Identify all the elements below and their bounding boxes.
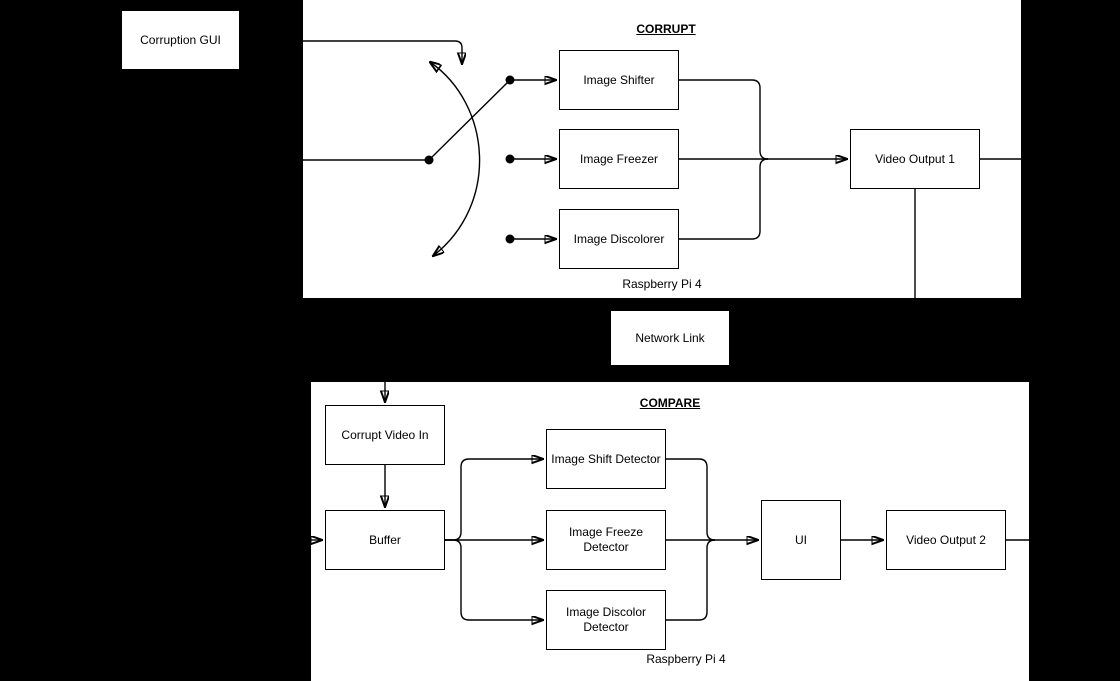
video-output-2-box[interactable]: Video Output 2 bbox=[886, 510, 1006, 570]
ui-box[interactable]: UI bbox=[761, 500, 841, 580]
image-freezer-label: Image Freezer bbox=[579, 151, 659, 166]
image-freezer-box[interactable]: Image Freezer bbox=[559, 129, 679, 189]
panel-footer-compare: Raspberry Pi 4 bbox=[646, 652, 726, 666]
corruption-gui-box[interactable]: Corruption GUI bbox=[121, 10, 240, 70]
buffer-label: Buffer bbox=[369, 532, 401, 547]
buffer-box[interactable]: Buffer bbox=[325, 510, 445, 570]
image-discolor-detector-box[interactable]: Image Discolor Detector bbox=[546, 590, 666, 650]
network-link-box[interactable]: Network Link bbox=[610, 310, 730, 366]
image-freeze-detector-box[interactable]: Image Freeze Detector bbox=[546, 510, 666, 570]
video-output-2-label: Video Output 2 bbox=[906, 532, 986, 547]
corrupt-video-in-box[interactable]: Corrupt Video In bbox=[325, 405, 445, 465]
image-discolorer-label: Image Discolorer bbox=[573, 231, 665, 246]
ui-label: UI bbox=[795, 532, 807, 547]
panel-title-compare: COMPARE bbox=[639, 396, 701, 410]
image-shifter-box[interactable]: Image Shifter bbox=[559, 50, 679, 110]
video-output-1-box[interactable]: Video Output 1 bbox=[850, 129, 980, 189]
video-output-1-label: Video Output 1 bbox=[875, 151, 955, 166]
panel-title-corrupt: CORRUPT bbox=[636, 22, 696, 36]
image-discolorer-box[interactable]: Image Discolorer bbox=[559, 209, 679, 269]
image-freeze-detector-label: Image Freeze Detector bbox=[568, 525, 644, 554]
image-shift-detector-box[interactable]: Image Shift Detector bbox=[546, 429, 666, 489]
corrupt-video-in-label: Corrupt Video In bbox=[341, 427, 429, 442]
image-shift-detector-label: Image Shift Detector bbox=[551, 451, 661, 466]
image-discolor-detector-label: Image Discolor Detector bbox=[565, 605, 647, 634]
panel-footer-corrupt: Raspberry Pi 4 bbox=[622, 277, 702, 291]
image-shifter-label: Image Shifter bbox=[583, 72, 655, 87]
